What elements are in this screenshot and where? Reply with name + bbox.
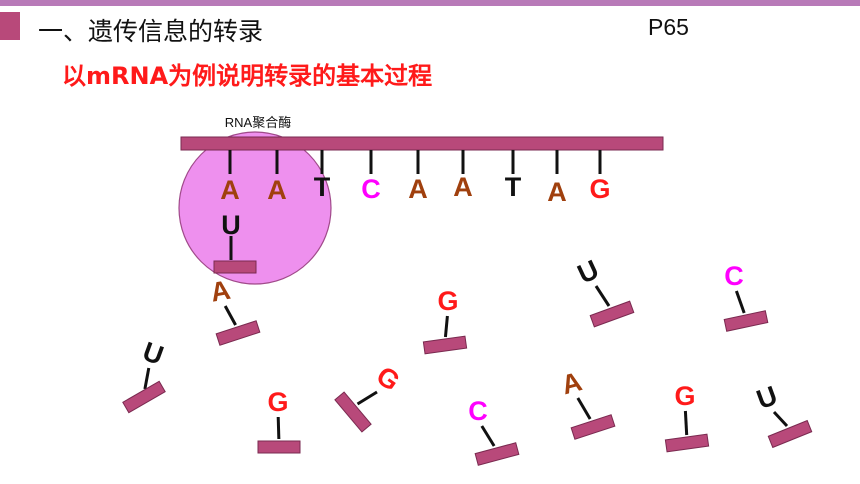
top-accent-bar: [0, 0, 860, 6]
free-nucleotide-c: C: [724, 261, 744, 291]
free-nucleotide-stem: [480, 425, 496, 447]
free-nucleotide-u: U: [573, 254, 603, 289]
free-nucleotide-stem: [772, 410, 789, 428]
free-nucleotide-sugar-phosphate: [334, 391, 372, 433]
free-nucleotide: C: [723, 261, 769, 332]
free-nucleotide: A: [558, 366, 616, 440]
free-nucleotide: G: [334, 360, 405, 433]
free-nucleotide: U: [573, 254, 635, 328]
template-base-a: A: [408, 174, 428, 204]
free-nucleotide-sugar-phosphate: [723, 310, 769, 332]
free-nucleotide-g: G: [674, 381, 695, 411]
template-base-a: A: [547, 177, 567, 207]
free-nucleotide-sugar-phosphate: [215, 320, 261, 346]
template-base-a: A: [267, 175, 287, 205]
free-nucleotide-sugar-phosphate: [664, 433, 710, 453]
template-base-a: A: [220, 175, 240, 205]
free-nucleotide-sugar-phosphate: [257, 440, 301, 454]
free-nucleotide: U: [122, 336, 168, 414]
free-nucleotide-sugar-phosphate: [767, 419, 813, 449]
free-nucleotide-stem: [576, 397, 592, 420]
free-nucleotide-c: C: [468, 396, 488, 426]
free-nucleotide-sugar-phosphate: [570, 414, 616, 440]
free-nucleotide-a: A: [558, 366, 585, 400]
free-nucleotide: C: [468, 396, 520, 466]
slide-subtitle: 以mRNA为例说明转录的基本过程: [62, 62, 433, 90]
page-reference: P65: [648, 14, 689, 40]
rna-polymerase-label: RNA聚合酶: [225, 115, 291, 130]
free-nucleotide-g: G: [267, 387, 288, 417]
template-base-t: T: [314, 172, 331, 202]
free-nucleotide-g: G: [437, 286, 458, 316]
free-nucleotide: G: [422, 286, 468, 355]
free-nucleotide-u: U: [753, 380, 782, 415]
template-base-t: T: [505, 172, 522, 202]
template-base-c: C: [361, 174, 381, 204]
left-accent-block: [0, 12, 20, 40]
free-nucleotide-stem: [683, 410, 689, 436]
free-nucleotide: G: [664, 381, 710, 453]
rna-polymerase-enzyme: [178, 131, 332, 285]
free-nucleotide-u: U: [139, 336, 168, 371]
slide-title: 一、遗传信息的转录: [38, 17, 264, 46]
template-base-g: G: [589, 174, 610, 204]
paired-nucleotide-u: U: [221, 210, 241, 240]
free-nucleotide-stem: [276, 416, 281, 440]
free-nucleotide-sugar-phosphate: [122, 380, 166, 414]
free-nucleotide-stem: [143, 367, 151, 390]
free-nucleotide: A: [208, 275, 261, 346]
free-nucleotide-stem: [356, 390, 378, 406]
free-nucleotide-sugar-phosphate: [422, 335, 468, 355]
dna-template-strand-backbone: [180, 136, 664, 151]
free-nucleotide-sugar-phosphate: [589, 300, 635, 328]
free-nucleotide: U: [753, 380, 813, 449]
free-nucleotide-sugar-phosphate: [474, 442, 520, 466]
free-nucleotide-stem: [734, 290, 746, 314]
free-nucleotide-stem: [594, 285, 611, 307]
free-nucleotide-stem: [223, 305, 237, 326]
paired-nucleotide-sugar-phosphate: [213, 260, 257, 274]
free-nucleotide: G: [257, 387, 301, 454]
template-base-a: A: [453, 172, 473, 202]
free-nucleotide-stem: [443, 315, 449, 338]
